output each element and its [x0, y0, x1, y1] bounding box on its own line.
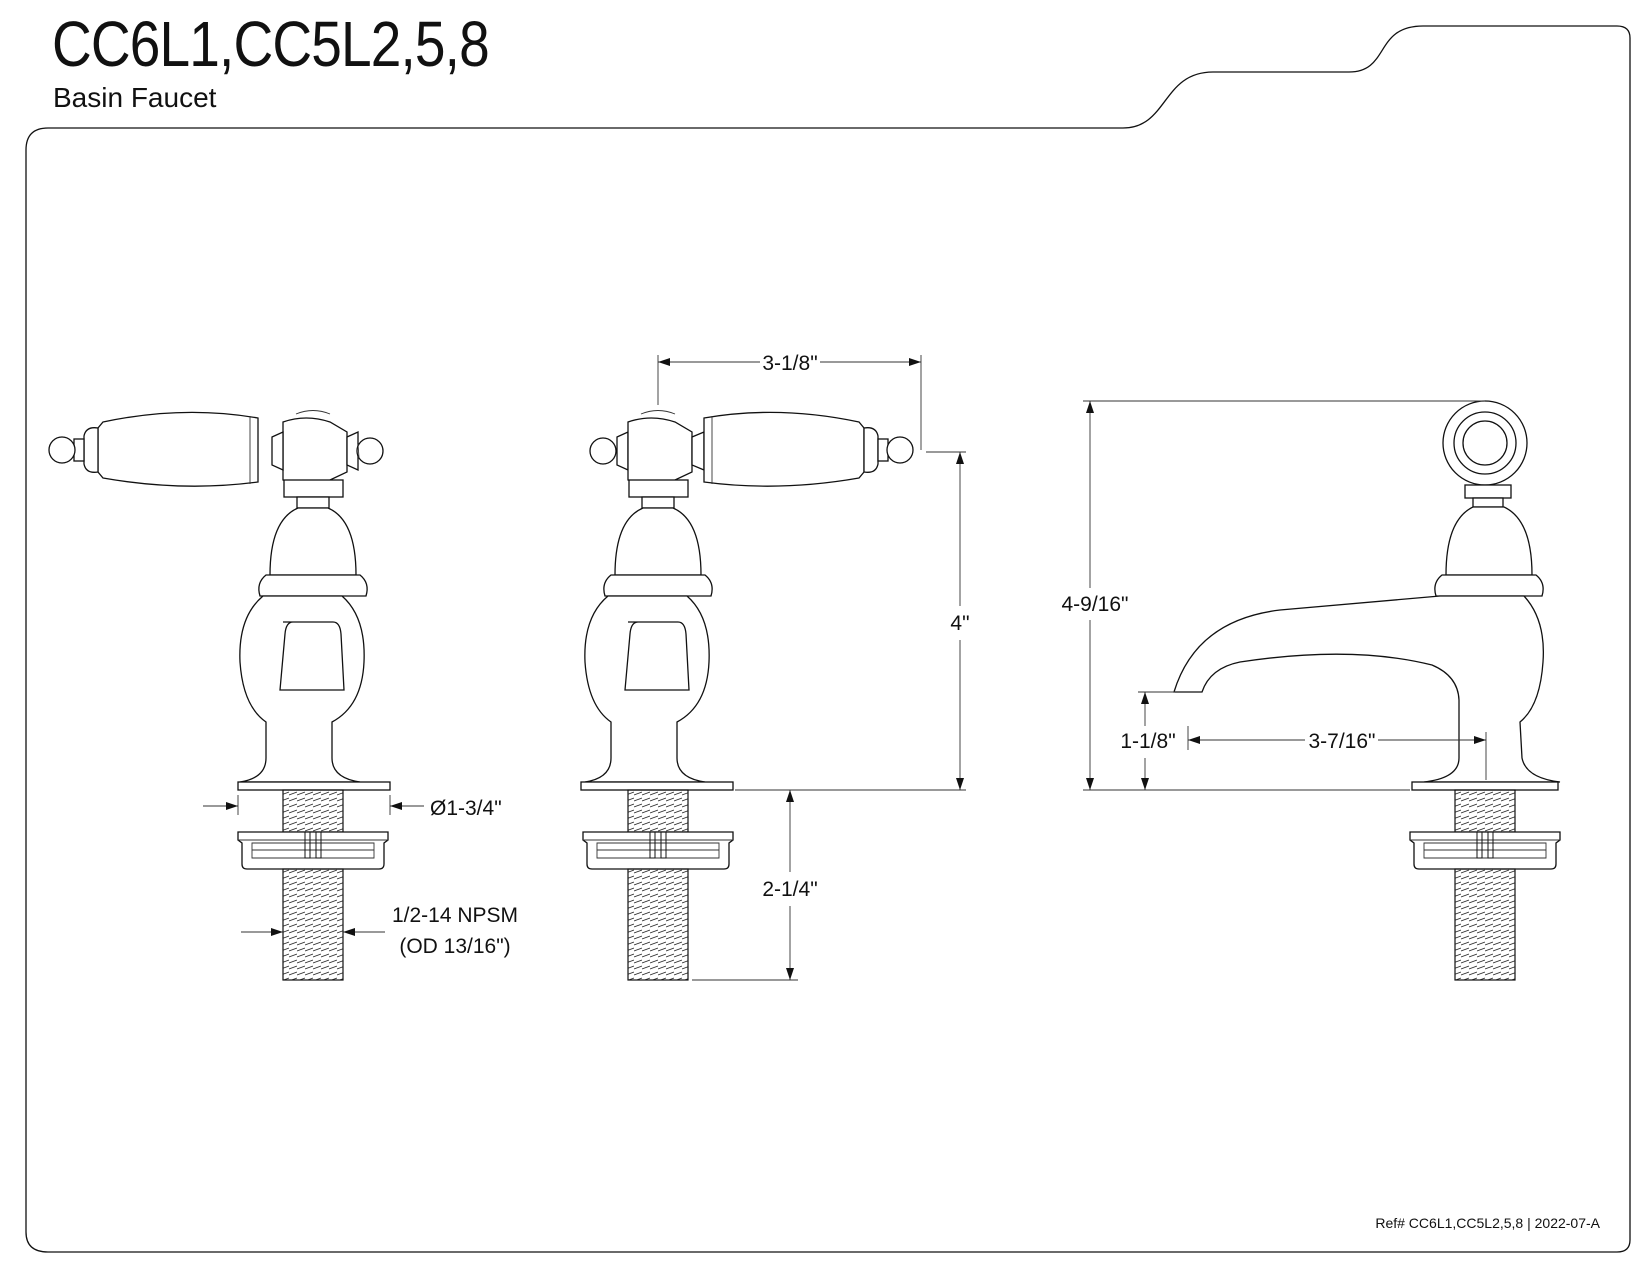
dim-handle-span: 3-1/8" — [762, 352, 817, 375]
front-view-middle — [580, 410, 914, 981]
dim-overall-height: 4-9/16" — [1062, 593, 1129, 616]
front-view-left — [48, 410, 391, 981]
dim-thread-spec: 1/2-14 NPSM — [392, 904, 518, 927]
dim-body-height: 4" — [950, 612, 969, 635]
dim-base-diameter: Ø1-3/4" — [430, 797, 502, 820]
sheet-border — [25, 25, 1631, 1253]
dim-spout-reach: 3-7/16" — [1309, 730, 1376, 753]
dim-spout-height: 1-1/8" — [1120, 730, 1175, 753]
side-view-right — [1173, 400, 1561, 981]
dimension-lines — [203, 355, 1487, 981]
dim-thread-od: (OD 13/16") — [399, 935, 510, 958]
drawing-subtitle: Basin Faucet — [53, 82, 217, 113]
reference-number: Ref# CC6L1,CC5L2,5,8 | 2022-07-A — [1375, 1215, 1600, 1231]
drawing-title: CC6L1,CC5L2,5,8 — [52, 8, 490, 80]
dim-shank-length: 2-1/4" — [762, 878, 817, 901]
